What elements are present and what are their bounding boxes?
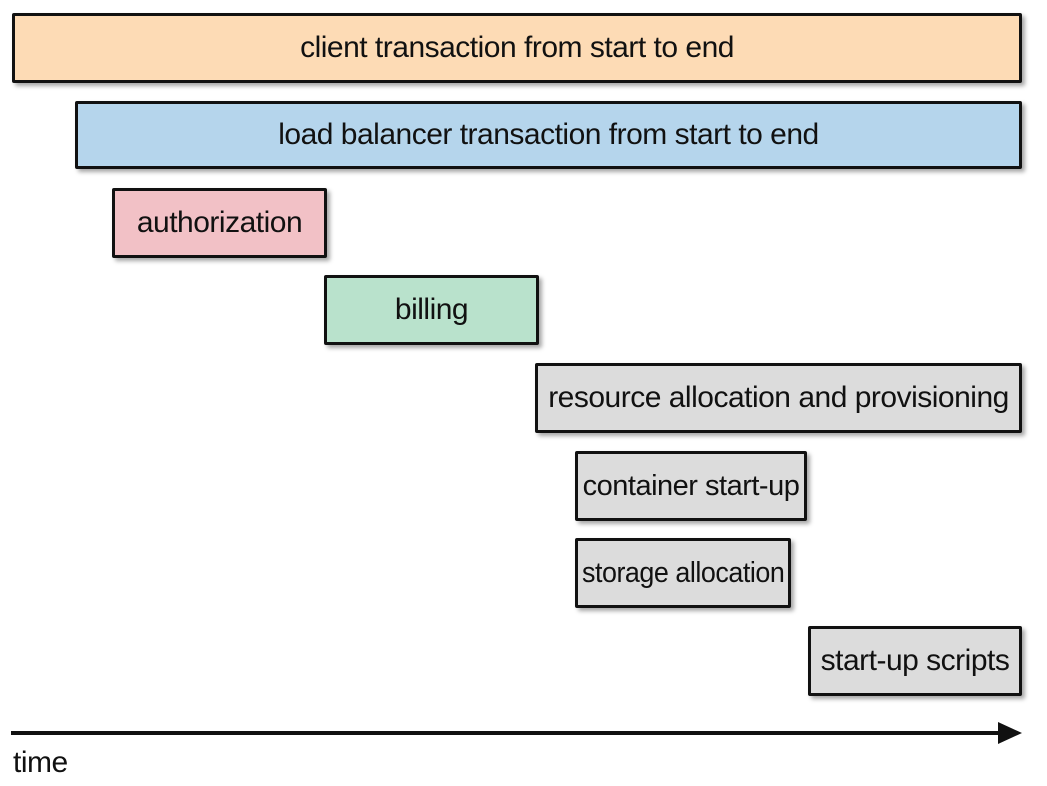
span-label: container start-up: [582, 469, 800, 502]
span-label: start-up scripts: [820, 644, 1010, 677]
span-storage-allocation: storage allocation: [575, 538, 791, 608]
span-label: billing: [394, 293, 469, 326]
span-billing: billing: [324, 275, 539, 345]
span-start-up-scripts: start-up scripts: [808, 626, 1022, 696]
span-client-transaction: client transaction from start to end: [12, 13, 1022, 83]
span-resource-allocation: resource allocation and provisioning: [535, 363, 1022, 433]
time-axis-label: time: [13, 746, 68, 779]
span-label: client transaction from start to end: [300, 31, 734, 64]
span-label: storage allocation: [581, 556, 785, 589]
arrow-right-icon: [998, 722, 1022, 744]
span-container-start-up: container start-up: [575, 451, 807, 521]
time-axis-line: [11, 731, 1001, 735]
span-label: authorization: [136, 206, 303, 239]
span-label: resource allocation and provisioning: [548, 381, 1009, 414]
span-load-balancer-transaction: load balancer transaction from start to …: [75, 101, 1022, 169]
span-authorization: authorization: [112, 188, 327, 258]
span-label: load balancer transaction from start to …: [278, 118, 819, 151]
